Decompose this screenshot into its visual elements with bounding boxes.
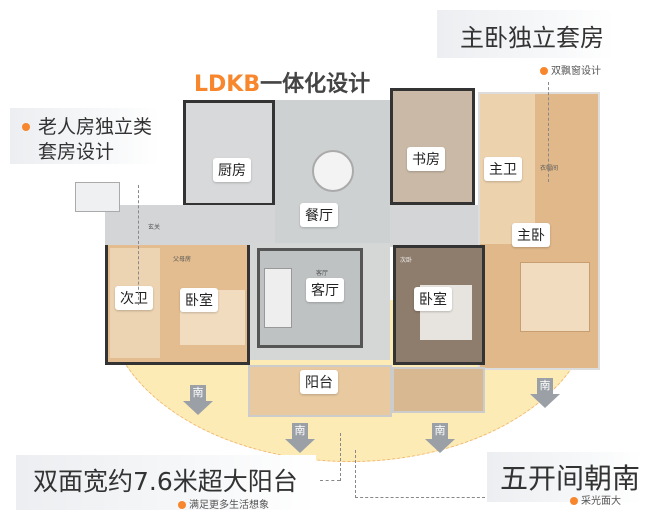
room-label-study: 书房 xyxy=(407,147,445,171)
south-text: 南 xyxy=(537,378,553,394)
master-suite-callout xyxy=(437,10,615,58)
room-label-living: 客厅 xyxy=(306,278,344,302)
room-label-bedroom-left: 卧室 xyxy=(180,288,218,312)
ldkb-rest: 一体化设计 xyxy=(260,72,371,97)
south-arrow: 南 xyxy=(285,423,315,455)
balcony-subtitle: 满足更多生活想象 xyxy=(178,496,269,511)
label-second-bedroom: 次卧 xyxy=(400,257,413,264)
balcony-title: 双面宽约7.6米超大阳台 xyxy=(33,467,298,496)
room-label-bedroom-mid: 卧室 xyxy=(414,287,452,311)
second-bedroom xyxy=(393,245,485,365)
dining-table xyxy=(312,150,354,192)
label-living-small: 客厅 xyxy=(316,270,329,277)
ldkb-accent: LDKB xyxy=(194,72,261,97)
master-suite-subtitle: 双飘窗设计 xyxy=(540,62,601,77)
kitchen xyxy=(183,100,275,205)
bullet-dot-icon xyxy=(570,497,578,505)
bullet-dot-icon xyxy=(540,67,548,75)
entry-door-area xyxy=(75,182,120,212)
room-label-master-bedroom: 主卧 xyxy=(512,223,550,247)
master-suite-title: 主卧独立套房 xyxy=(460,24,604,52)
elder-room-line1: 老人房独立类 xyxy=(38,116,153,138)
bullet-dot-icon xyxy=(178,501,186,509)
elder-room-line2: 套房设计 xyxy=(38,141,115,163)
south-text: 南 xyxy=(292,423,308,439)
balcony-callout xyxy=(16,455,316,510)
master-bed xyxy=(520,262,590,332)
ldkb-title: LDKB一体化设计 xyxy=(194,66,370,98)
study xyxy=(390,88,475,205)
south-title: 五开间朝南 xyxy=(500,462,641,495)
south-callout xyxy=(487,452,642,502)
south-text: 南 xyxy=(190,385,206,401)
room-label-balcony: 阳台 xyxy=(300,370,338,394)
south-text: 南 xyxy=(432,423,448,439)
elder-room-callout xyxy=(10,108,160,164)
south-subtitle: 采光面大 xyxy=(570,492,621,507)
sofa xyxy=(264,268,292,328)
south-arrow: 南 xyxy=(183,385,213,417)
label-cloakroom: 衣帽间 xyxy=(540,165,559,172)
room-label-master-bath: 主卫 xyxy=(484,157,522,181)
label-entry: 玄关 xyxy=(148,224,161,231)
room-label-dining: 餐厅 xyxy=(300,203,338,227)
south-arrow: 南 xyxy=(425,423,455,455)
room-label-kitchen: 厨房 xyxy=(213,158,251,182)
garden xyxy=(392,367,485,413)
label-parents-room: 父母房 xyxy=(173,256,192,263)
south-arrow: 南 xyxy=(530,378,560,410)
bullet-dot-icon xyxy=(22,123,30,131)
room-label-second-bath: 次卫 xyxy=(115,286,153,310)
